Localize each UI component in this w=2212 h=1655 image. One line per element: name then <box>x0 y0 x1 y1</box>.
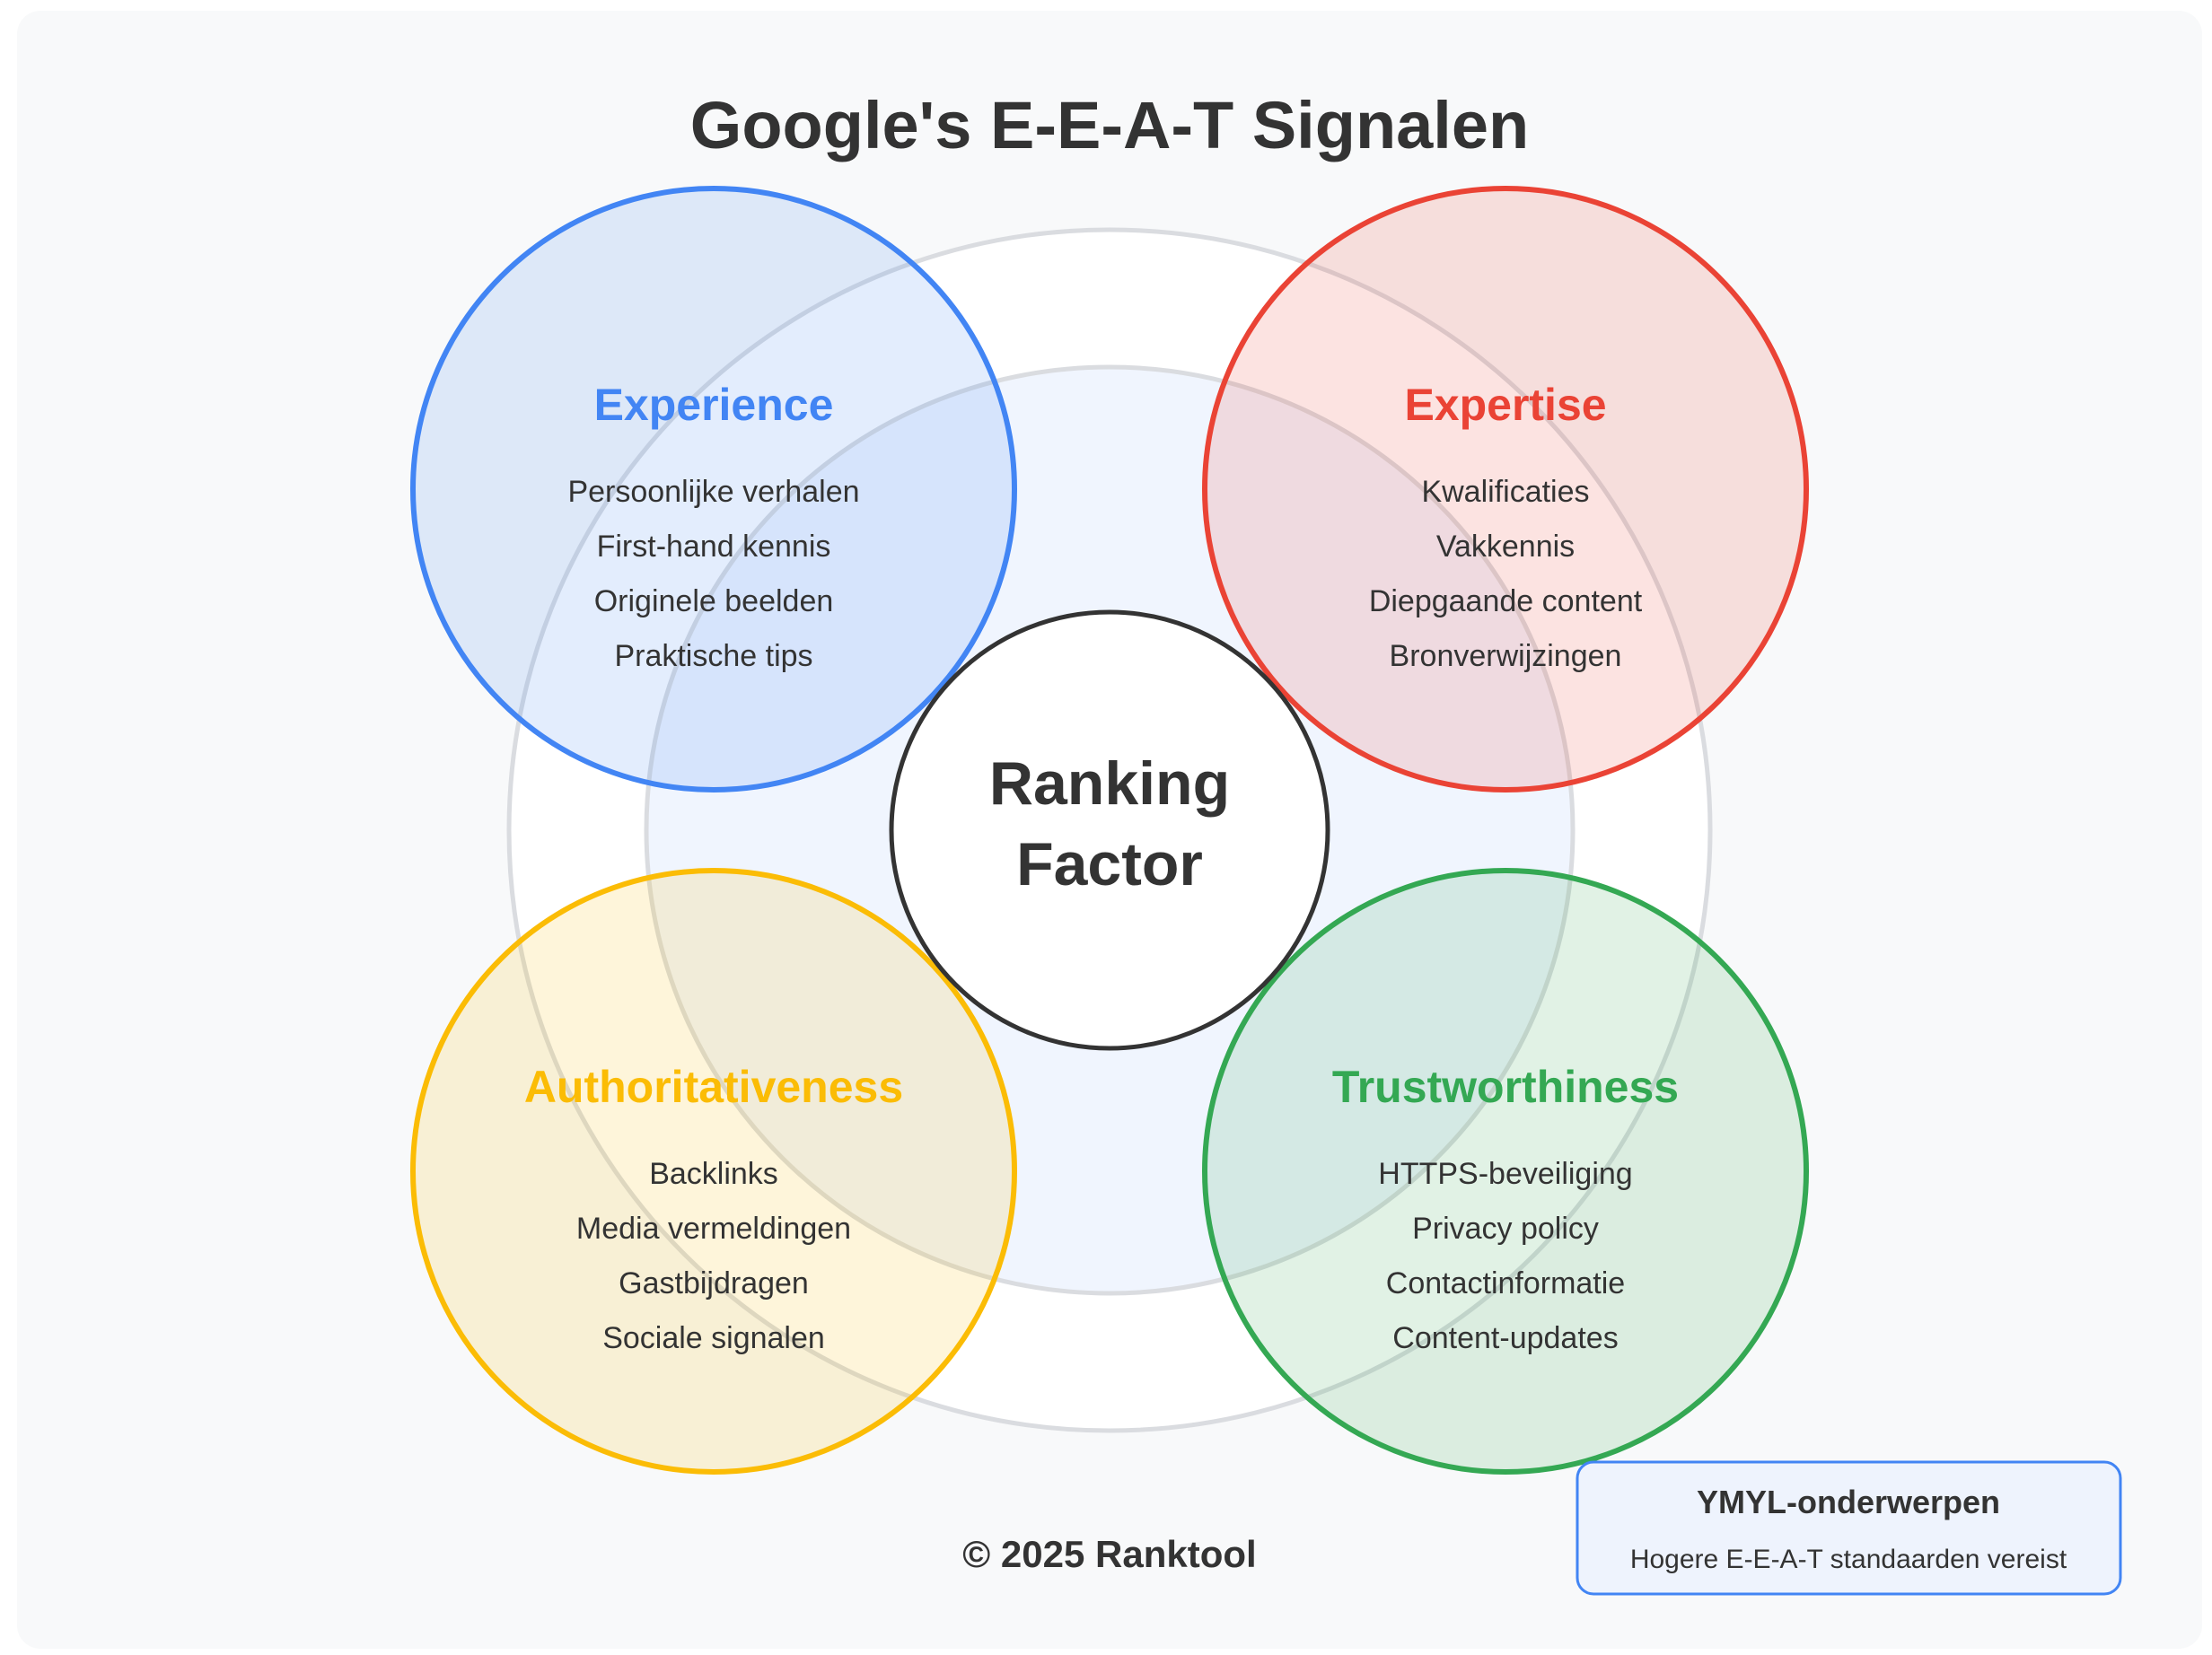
center-circle <box>889 609 1330 1051</box>
center-label-line2: Factor <box>1016 830 1203 898</box>
authoritativeness-item: Sociale signalen <box>602 1321 825 1355</box>
category-authoritativeness: Authoritativeness Backlinks Media vermel… <box>410 868 1017 1475</box>
center-node: Ranking Factor <box>889 609 1330 1051</box>
ymyl-note-subtitle: Hogere E-E-A-T standaarden vereist <box>1630 1545 2067 1574</box>
category-experience: Experience Persoonlijke verhalen First-h… <box>410 186 1017 792</box>
trustworthiness-item: Content-updates <box>1392 1321 1618 1355</box>
trustworthiness-title: Trustworthiness <box>1332 1062 1679 1112</box>
authoritativeness-circle <box>410 868 1017 1475</box>
authoritativeness-title: Authoritativeness <box>524 1062 903 1112</box>
authoritativeness-item: Gastbijdragen <box>619 1266 809 1300</box>
trustworthiness-item: Privacy policy <box>1412 1212 1599 1246</box>
category-trustworthiness: Trustworthiness HTTPS-beveiliging Privac… <box>1202 868 1809 1475</box>
ymyl-note-box <box>1576 1460 2122 1596</box>
experience-item: Praktische tips <box>614 639 812 673</box>
expertise-item: Vakkennis <box>1436 530 1575 564</box>
trustworthiness-item: Contactinformatie <box>1386 1266 1625 1300</box>
expertise-item: Bronverwijzingen <box>1390 639 1622 673</box>
authoritativeness-item: Backlinks <box>649 1157 778 1191</box>
category-expertise: Expertise Kwalificaties Vakkennis Diepga… <box>1202 186 1809 792</box>
experience-title: Experience <box>594 380 834 430</box>
diagram-title: Google's E-E-A-T Signalen <box>690 88 1529 162</box>
expertise-title: Expertise <box>1404 380 1606 430</box>
center-label-line1: Ranking <box>989 749 1230 818</box>
expertise-item: Kwalificaties <box>1421 475 1589 509</box>
trustworthiness-circle <box>1202 868 1809 1475</box>
experience-item: Originele beelden <box>594 584 834 618</box>
experience-item: First-hand kennis <box>597 530 831 564</box>
experience-circle <box>410 186 1017 792</box>
ymyl-note-title: YMYL-onderwerpen <box>1697 1484 2000 1520</box>
expertise-item: Diepgaande content <box>1369 584 1643 618</box>
experience-item: Persoonlijke verhalen <box>567 475 859 509</box>
expertise-circle <box>1202 186 1809 792</box>
authoritativeness-item: Media vermeldingen <box>576 1212 851 1246</box>
copyright: © 2025 Ranktool <box>962 1533 1256 1575</box>
trustworthiness-item: HTTPS-beveiliging <box>1378 1157 1632 1191</box>
ymyl-note: YMYL-onderwerpen Hogere E-E-A-T standaar… <box>1576 1460 2122 1596</box>
